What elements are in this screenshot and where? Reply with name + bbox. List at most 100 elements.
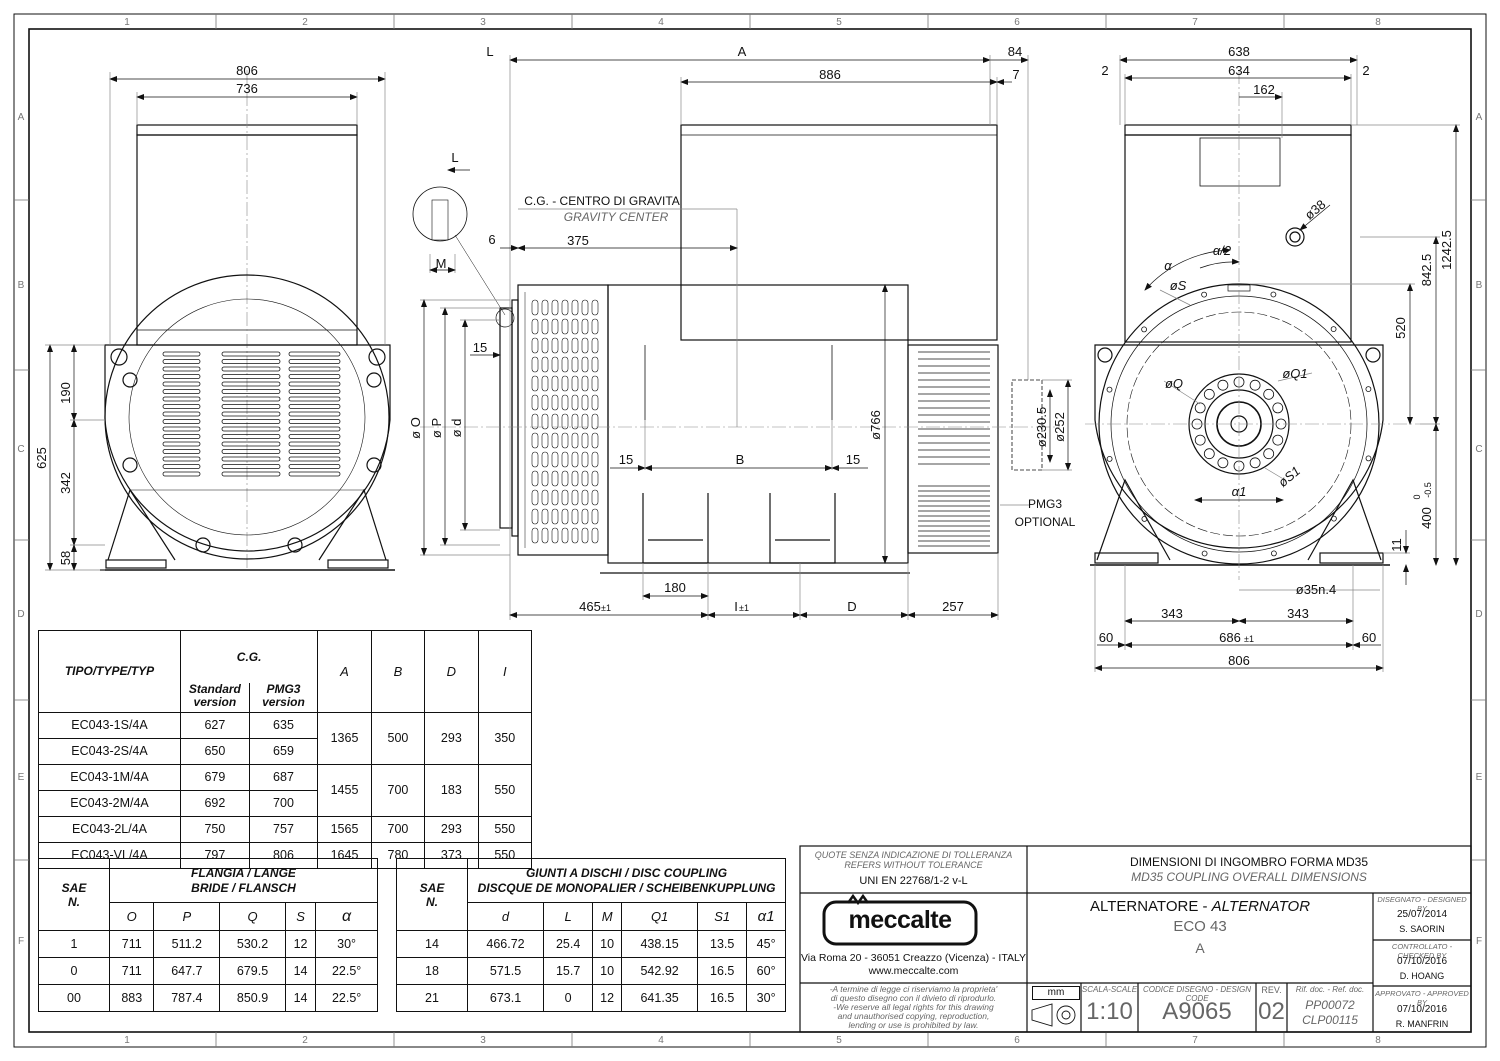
louver-slot	[162, 389, 201, 394]
designed-by: S. SAORIN	[1399, 924, 1445, 934]
grille-slot	[561, 318, 569, 335]
dim-phi-d: ø d	[449, 419, 464, 438]
bolt-hole	[1217, 379, 1229, 391]
n-label: N.	[68, 894, 80, 909]
grille-slot	[581, 375, 589, 392]
dim-400: 400	[1419, 507, 1434, 529]
checked-label: CONTROLLATO - CHECKED BY	[1391, 942, 1453, 960]
cell-B: 500	[370, 711, 426, 765]
grid-row-F: F	[18, 936, 24, 947]
cell-S: 14	[284, 957, 317, 985]
grille-slot	[571, 318, 579, 335]
grille-slot	[551, 470, 559, 487]
bolt-hole	[1249, 457, 1261, 469]
col-header-I: I	[477, 630, 533, 713]
grille-slot	[561, 394, 569, 411]
std-label2: version	[193, 694, 237, 709]
grille-slot	[541, 375, 549, 392]
grille-slot	[591, 356, 599, 373]
checked-date: 07/10/2016	[1396, 956, 1448, 967]
legal-line-2: di questo disegno con il divieto di ripr…	[830, 993, 997, 1003]
grille-slot	[531, 432, 539, 449]
grille-slot	[591, 375, 599, 392]
dim-343-right: 343	[1287, 606, 1309, 621]
dim-15-flange: 15	[473, 340, 487, 355]
grille-slot	[541, 470, 549, 487]
louver-slot	[221, 374, 281, 379]
dim-D: D	[847, 599, 856, 614]
louver-slot	[162, 434, 201, 439]
col-header-d: d	[466, 902, 545, 931]
dim-180: 180	[664, 580, 686, 595]
grille-slot	[581, 337, 589, 354]
col-header-cg: C.G.	[180, 630, 319, 683]
cell-M: 10	[592, 957, 623, 985]
sae-label: SAE	[61, 880, 87, 895]
flange-hole	[1141, 326, 1147, 333]
bolt-hole	[1263, 448, 1275, 460]
n-label: N.	[426, 894, 438, 909]
grid-col-4: 4	[658, 17, 664, 28]
table-row-sae: 00	[38, 984, 110, 1012]
cell-d: 466.72	[466, 930, 545, 958]
rear-view	[1090, 124, 1390, 566]
table-row-type: EC043-1M/4A	[37, 763, 182, 791]
legal-notice: -A termine di legge ci riserviamo la pro…	[800, 985, 1027, 1030]
col-header-Q1: Q1	[621, 902, 699, 931]
side-dims	[420, 55, 1072, 620]
louver-slot	[288, 441, 341, 447]
cell-alpha: 22.5°	[315, 957, 378, 985]
dim-phi-230: ø230.5	[1034, 407, 1049, 447]
grille-slot	[591, 470, 599, 487]
grille-slot	[571, 451, 579, 468]
grille-slot	[571, 337, 579, 354]
grille-slot	[591, 451, 599, 468]
sae-label: SAE	[419, 880, 445, 895]
cell-S1: 16.5	[697, 957, 748, 985]
louver-slot	[162, 456, 201, 462]
cell-pmg: 757	[248, 815, 319, 843]
dim-alpha-half: α/2	[1213, 243, 1232, 258]
cell-D: 293	[424, 815, 479, 843]
louver-slot	[221, 411, 281, 417]
pmg-label2: version	[262, 694, 305, 709]
flange-hole	[1106, 386, 1113, 393]
grille-slot	[581, 356, 589, 373]
cell-A: 1455	[317, 763, 372, 817]
louver-slot	[288, 359, 341, 364]
cell-S1: 16.5	[697, 984, 748, 1012]
grille-slot	[581, 413, 589, 430]
louver-slot	[162, 464, 201, 469]
designed-label: DISEGNATO - DESIGNED BY	[1377, 895, 1467, 913]
grid-col-8b: 8	[1375, 1035, 1381, 1046]
grille-slot	[541, 413, 549, 430]
grille-slot	[571, 432, 579, 449]
cell-std: 650	[180, 737, 250, 765]
cell-L: 0	[543, 984, 594, 1012]
revision: 02	[1258, 998, 1285, 1025]
grid-row-D-r: D	[1475, 609, 1482, 620]
grid-col-1b: 1	[124, 1035, 130, 1046]
dim-625: 625	[34, 447, 49, 469]
cell-O: 711	[108, 957, 155, 985]
dim-phi-Q1: øQ1	[1282, 366, 1307, 381]
grille-slot	[561, 337, 569, 354]
flange-title-2: BRIDE / FLANSCH	[191, 880, 296, 895]
flange-hole	[1270, 291, 1277, 298]
col-header-B: B	[370, 630, 426, 713]
col-header-S: S	[284, 902, 317, 931]
cell-S: 14	[284, 984, 317, 1012]
table-row-type: EC043-2S/4A	[37, 737, 182, 765]
front-view	[100, 70, 395, 571]
dim-phi-38: ø38	[1302, 197, 1329, 223]
side-view	[412, 124, 1043, 574]
cell-M: 10	[592, 930, 623, 958]
louver-slot	[288, 351, 341, 357]
grille-slot	[591, 413, 599, 430]
cell-pmg: 659	[248, 737, 319, 765]
dim-686-tol: ±1	[1244, 634, 1254, 644]
grille-slot	[581, 432, 589, 449]
dim-806-front: 806	[236, 63, 258, 78]
bolt-hole	[1203, 448, 1215, 460]
